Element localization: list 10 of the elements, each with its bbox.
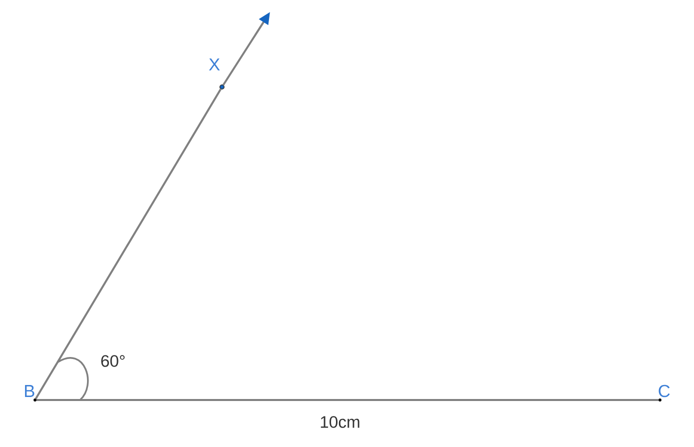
angle-label: 60°: [101, 355, 125, 367]
point-label: X: [209, 58, 220, 70]
line-segment: [36, 399, 659, 401]
point-label: C: [658, 384, 670, 398]
edge-label: 10cm: [318, 414, 362, 430]
point: [219, 84, 225, 90]
point: [34, 398, 36, 402]
line-segment: [34, 88, 222, 400]
point-label: B: [25, 385, 34, 397]
point: [658, 398, 662, 402]
